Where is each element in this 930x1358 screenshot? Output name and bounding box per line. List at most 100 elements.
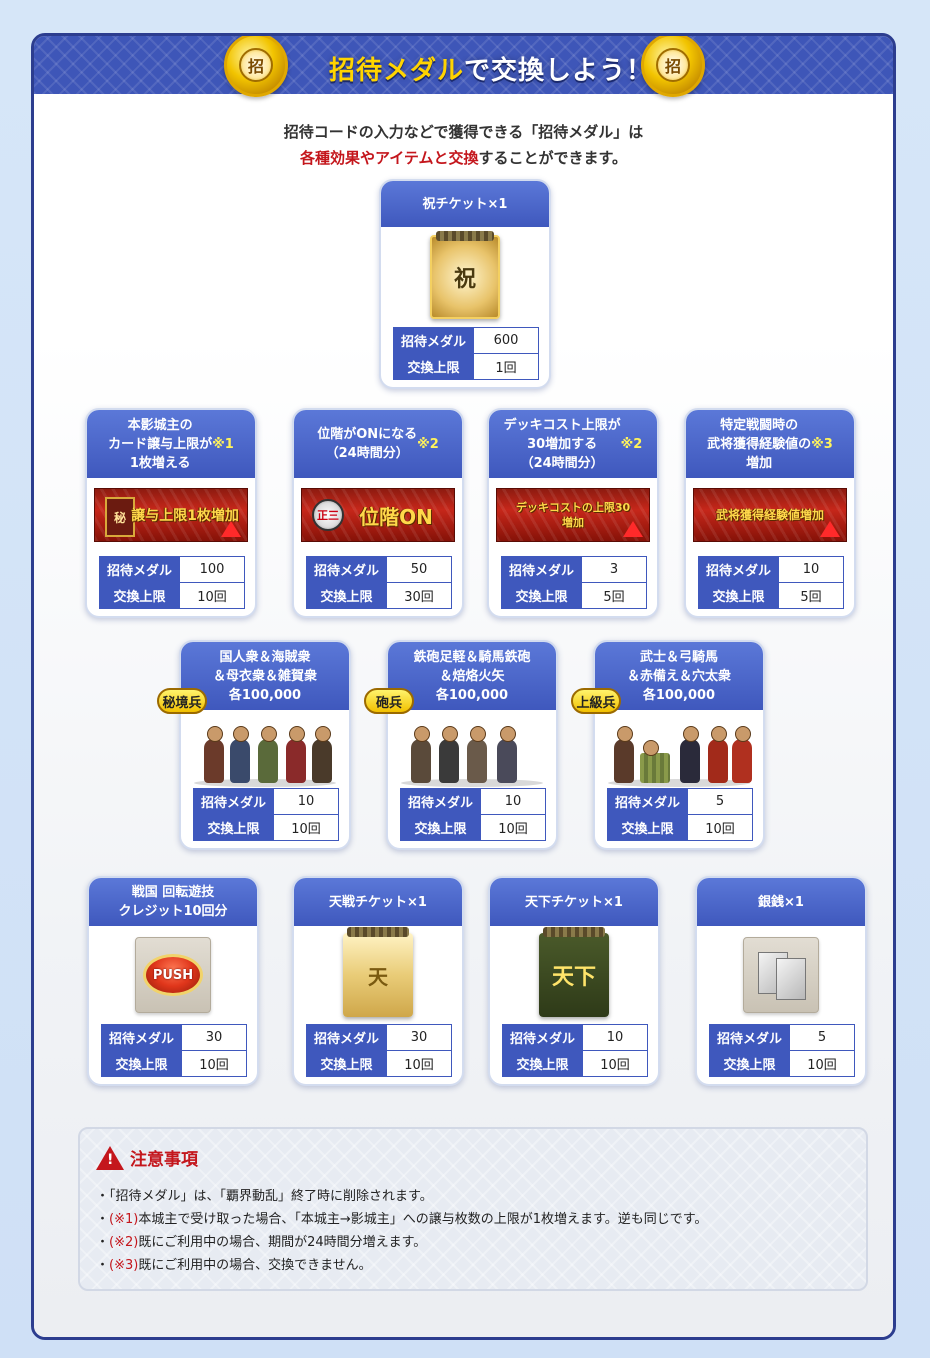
medal-label: 招待メダル — [101, 1024, 182, 1051]
banner-text: デッキコストの上限30増加 — [515, 501, 631, 529]
item-image — [388, 712, 556, 788]
rank-banner: 正三 位階ON — [301, 488, 455, 542]
item-note: ※3 — [811, 436, 833, 452]
item-image: PUSH — [89, 932, 257, 1018]
intro-highlight: 各種効果やアイテムと交換 — [299, 149, 479, 167]
item-card-transfer-limit[interactable]: 本影城主の カード譲与上限が 1枚増える ※1 秘 譲与上限1枚増加 招待メダル… — [85, 408, 257, 618]
limit-label: 交換上限 — [99, 582, 180, 609]
medal-cost: 30 — [386, 1024, 452, 1051]
item-title-text: 本影城主の カード譲与上限が 1枚増える — [108, 417, 213, 471]
push-button-icon: PUSH — [135, 937, 211, 1013]
exchange-limit: 5回 — [581, 582, 647, 609]
iwai-ticket-icon: 祝 — [430, 231, 500, 319]
up-arrow-icon — [221, 521, 241, 537]
banner-text: 位階ON — [359, 504, 433, 529]
medal-cost: 10 — [273, 788, 339, 815]
caution-item: ・(※2)既にご利用中の場合、期間が24時間分増えます。 — [96, 1235, 427, 1250]
troop-type-badge: 上級兵 — [571, 688, 621, 714]
caution-box: ! 注意事項 ・「招待メダル」は、「覇界動乱」終了時に削除されます。 ・(※1)… — [78, 1127, 868, 1291]
medal-label: 招待メダル — [400, 788, 481, 815]
troop-art — [397, 713, 547, 787]
exchange-limit: 10回 — [687, 814, 753, 841]
item-title: 国人衆＆海賊衆 ＆母衣衆＆雑賀衆 各100,000 — [181, 642, 349, 710]
exchange-limit: 10回 — [582, 1050, 648, 1077]
caution-list: ・「招待メダル」は、「覇界動乱」終了時に削除されます。 ・(※1)本城主で受け取… — [96, 1185, 707, 1277]
item-title: デッキコスト上限が 30増加する （24時間分） ※2 — [489, 410, 657, 478]
medal-label: 招待メダル — [698, 556, 779, 583]
item-note: ※2 — [620, 436, 643, 452]
soldier-figure — [312, 726, 332, 783]
intro-rest: することができます。 — [478, 149, 628, 167]
item-image — [697, 932, 865, 1018]
limit-label: 交換上限 — [193, 814, 274, 841]
medal-cost: 10 — [778, 556, 844, 583]
deck-banner: デッキコストの上限30増加 — [496, 488, 650, 542]
medal-label: 招待メダル — [306, 1024, 387, 1051]
warning-icon: ! — [96, 1145, 124, 1170]
card-icon: 秘 — [105, 497, 135, 537]
soldier-figure — [708, 726, 728, 783]
exchange-limit: 30回 — [386, 582, 452, 609]
intro-line-1: 招待コードの入力などで獲得できる「招待メダル」は — [283, 123, 644, 141]
item-note: ※2 — [417, 436, 439, 452]
item-image: 祝 — [381, 231, 549, 323]
medal-cost: 30 — [181, 1024, 247, 1051]
medal-cost: 100 — [179, 556, 245, 583]
medal-icon: 招 — [239, 48, 273, 82]
page-title: 招待メダルで交換しよう！ — [329, 50, 653, 87]
medal-label: 招待メダル — [99, 556, 180, 583]
bamboo-shield — [640, 740, 670, 783]
intro-text: 招待コードの入力などで獲得できる「招待メダル」は 各種効果やアイテムと交換するこ… — [34, 119, 893, 171]
banner-text: 譲与上限1枚増加 — [131, 508, 239, 524]
limit-label: 交換上限 — [393, 353, 474, 380]
medal-label: 招待メダル — [193, 788, 274, 815]
item-title-text: 特定戦闘時の 武将獲得経験値の 増加 — [707, 417, 812, 471]
exchange-limit: 10回 — [480, 814, 546, 841]
soldier-figure — [614, 726, 634, 783]
push-label: PUSH — [143, 954, 203, 996]
item-image: デッキコストの上限30増加 — [489, 484, 657, 546]
soldier-figure — [732, 726, 752, 783]
item-image: 秘 譲与上限1枚増加 — [87, 484, 255, 546]
item-title: 武士＆弓騎馬 ＆赤備え＆穴太衆 各100,000 — [595, 642, 763, 710]
exchange-limit: 10回 — [181, 1050, 247, 1077]
troop-art — [604, 713, 754, 787]
limit-label: 交換上限 — [101, 1050, 182, 1077]
soldier-figure — [204, 726, 224, 783]
header-title-area: 招 招待メダルで交換しよう！ 招 — [34, 36, 893, 97]
exchange-limit: 10回 — [386, 1050, 452, 1077]
header-band — [34, 36, 893, 94]
item-title: 位階がONになる （24時間分） ※2 — [294, 410, 462, 478]
item-card-deck-cost[interactable]: デッキコスト上限が 30増加する （24時間分） ※2 デッキコストの上限30増… — [487, 408, 659, 618]
item-title: 天戦チケット×1 — [294, 878, 462, 926]
item-title: 本影城主の カード譲与上限が 1枚増える ※1 — [87, 410, 255, 478]
medal-cost: 50 — [386, 556, 452, 583]
medal-cost: 10 — [582, 1024, 648, 1051]
caution-title: ! 注意事項 — [96, 1145, 198, 1170]
item-image: 正三 位階ON — [294, 484, 462, 546]
soldier-figure — [439, 726, 459, 783]
item-image: 武将獲得経験値増加 — [686, 484, 854, 546]
banner-text: 武将獲得経験値増加 — [715, 508, 824, 522]
medal-label: 招待メダル — [306, 556, 387, 583]
medal-cost: 600 — [473, 327, 539, 354]
limit-label: 交換上限 — [306, 1050, 387, 1077]
